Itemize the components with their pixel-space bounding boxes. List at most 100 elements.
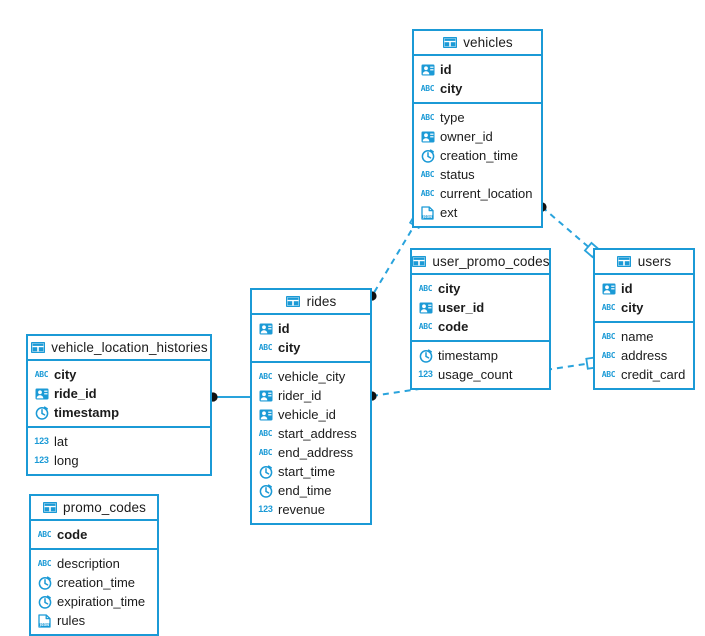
table-header-rides[interactable]: rides bbox=[252, 290, 370, 315]
column-name-label: current_location bbox=[440, 186, 533, 201]
table-grid-icon bbox=[411, 255, 426, 269]
column-name-label: end_address bbox=[278, 445, 354, 460]
123-icon: 123 bbox=[258, 504, 273, 514]
column-row[interactable]: ride_id bbox=[28, 384, 210, 403]
column-name-label: city bbox=[278, 340, 301, 355]
column-name-label: address bbox=[621, 348, 668, 363]
column-row[interactable]: start_time bbox=[252, 462, 370, 481]
column-row[interactable]: creation_time bbox=[414, 146, 541, 165]
column-row[interactable]: expiration_time bbox=[31, 592, 157, 611]
abc-icon: ABC bbox=[601, 302, 616, 312]
primary-key-section: ABC city ride_id timestamp bbox=[28, 361, 210, 428]
id-card-icon bbox=[258, 408, 273, 422]
column-row[interactable]: end_time bbox=[252, 481, 370, 500]
column-row[interactable]: ABC address bbox=[595, 346, 693, 365]
table-grid-icon bbox=[30, 341, 45, 355]
abc-icon: ABC bbox=[258, 371, 273, 381]
table-grid-icon bbox=[617, 255, 632, 269]
abc-icon: ABC bbox=[420, 169, 435, 179]
id-card-icon bbox=[420, 130, 435, 144]
123-icon: 123 bbox=[34, 455, 49, 465]
column-name-label: usage_count bbox=[438, 367, 513, 382]
column-row[interactable]: id bbox=[595, 279, 693, 298]
table-grid-icon bbox=[442, 36, 457, 50]
123-icon: 123 bbox=[34, 436, 49, 446]
column-name-label: expiration_time bbox=[57, 594, 146, 609]
primary-key-section: ABC code bbox=[31, 521, 157, 550]
table-header-vehicles[interactable]: vehicles bbox=[414, 31, 541, 56]
column-row[interactable]: 123 long bbox=[28, 451, 210, 470]
relationship-vehicle_location_histories-to-rides[interactable] bbox=[208, 392, 250, 402]
column-row[interactable]: JSON rules bbox=[31, 611, 157, 630]
table-header-promo_codes[interactable]: promo_codes bbox=[31, 496, 157, 521]
column-name-label: vehicle_city bbox=[278, 369, 346, 384]
column-name-label: id bbox=[278, 321, 290, 336]
column-name-label: creation_time bbox=[57, 575, 136, 590]
column-row[interactable]: timestamp bbox=[28, 403, 210, 422]
table-header-user_promo_codes[interactable]: user_promo_codes bbox=[411, 250, 549, 275]
id-card-icon bbox=[258, 322, 273, 336]
abc-icon: ABC bbox=[258, 428, 273, 438]
json-file-icon: JSON bbox=[420, 205, 435, 220]
column-row[interactable]: creation_time bbox=[31, 573, 157, 592]
column-row[interactable]: ABC vehicle_city bbox=[252, 367, 370, 386]
column-row[interactable]: vehicle_id bbox=[252, 405, 370, 424]
column-name-label: rules bbox=[57, 613, 86, 628]
clock-icon bbox=[258, 483, 273, 498]
table-name-label: promo_codes bbox=[63, 500, 146, 515]
column-name-label: owner_id bbox=[440, 129, 493, 144]
column-name-label: user_id bbox=[438, 300, 485, 315]
column-name-label: long bbox=[54, 453, 79, 468]
svg-text:JSON: JSON bbox=[422, 215, 432, 219]
column-row[interactable]: id bbox=[252, 319, 370, 338]
column-row[interactable]: id bbox=[414, 60, 541, 79]
column-name-label: code bbox=[57, 527, 88, 542]
column-name-label: ride_id bbox=[54, 386, 97, 401]
column-row[interactable]: ABC code bbox=[31, 525, 157, 544]
clock-icon bbox=[258, 464, 273, 479]
abc-icon: ABC bbox=[258, 342, 273, 352]
column-name-label: city bbox=[54, 367, 77, 382]
abc-icon: ABC bbox=[37, 529, 52, 539]
column-row[interactable]: timestamp bbox=[412, 346, 549, 365]
table-name-label: vehicles bbox=[463, 35, 513, 50]
column-row[interactable]: owner_id bbox=[414, 127, 541, 146]
column-name-label: code bbox=[438, 319, 469, 334]
column-row[interactable]: rider_id bbox=[252, 386, 370, 405]
column-row[interactable]: ABC city bbox=[28, 365, 210, 384]
table-header-users[interactable]: users bbox=[595, 250, 693, 275]
abc-icon: ABC bbox=[34, 369, 49, 379]
column-row[interactable]: ABC city bbox=[252, 338, 370, 357]
json-file-icon: JSON bbox=[37, 613, 52, 628]
column-name-label: rider_id bbox=[278, 388, 322, 403]
table-header-vehicle_location_histories[interactable]: vehicle_location_histories bbox=[28, 336, 210, 361]
column-row[interactable]: user_id bbox=[412, 298, 549, 317]
column-name-label: timestamp bbox=[54, 405, 120, 420]
abc-icon: ABC bbox=[601, 350, 616, 360]
relationship-line bbox=[541, 206, 593, 251]
